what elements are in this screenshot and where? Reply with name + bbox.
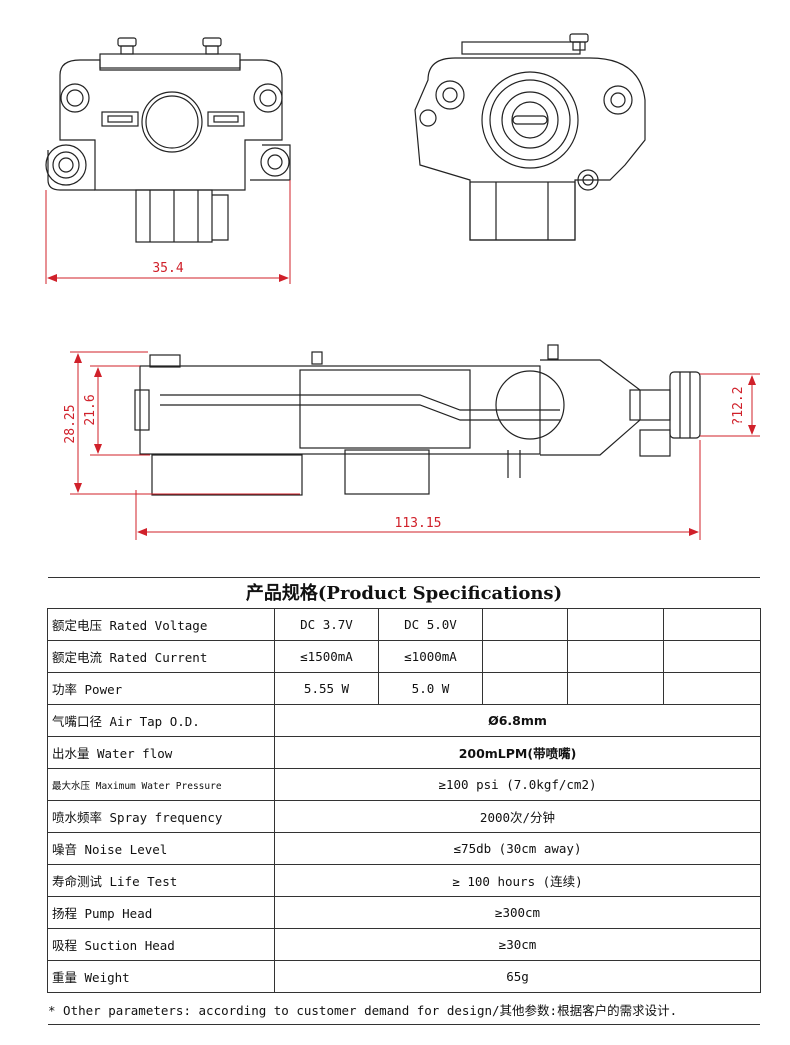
technical-drawings: 35.4 <box>45 33 760 540</box>
spec-value: 65g <box>274 960 761 993</box>
table-row: 吸程 Suction Head≥30cm <box>47 928 761 961</box>
dim-label-21-6: 21.6 <box>83 394 98 425</box>
spec-value: 5.55 W <box>274 672 379 705</box>
footnote: * Other parameters: according to custome… <box>48 998 760 1025</box>
spec-value: ≤75db (30cm away) <box>274 832 761 865</box>
spec-value <box>567 608 664 641</box>
spec-label: 最大水压 Maximum Water Pressure <box>47 768 275 801</box>
table-row: 最大水压 Maximum Water Pressure≥100 psi (7.0… <box>47 768 761 801</box>
spec-label: 额定电流 Rated Current <box>47 640 275 673</box>
spec-value <box>482 640 568 673</box>
table-row: 额定电流 Rated Current≤1500mA≤1000mA <box>47 640 761 673</box>
spec-value <box>567 672 664 705</box>
table-row: 扬程 Pump Head≥300cm <box>47 896 761 929</box>
spec-title: 产品规格(Product Specifications) <box>48 577 760 608</box>
spec-value <box>482 672 568 705</box>
spec-value: Ø6.8mm <box>274 704 761 737</box>
spec-value: 5.0 W <box>378 672 483 705</box>
spec-label: 噪音 Noise Level <box>47 832 275 865</box>
spec-label: 扬程 Pump Head <box>47 896 275 929</box>
spec-label: 吸程 Suction Head <box>47 928 275 961</box>
spec-value: 200mLPM(带喷嘴) <box>274 736 761 769</box>
spec-value <box>567 640 664 673</box>
spec-value <box>663 608 761 641</box>
front-view-drawing <box>45 37 291 243</box>
dimension-width-front: 35.4 <box>45 180 291 284</box>
spec-label: 出水量 Water flow <box>47 736 275 769</box>
spec-label: 重量 Weight <box>47 960 275 993</box>
spec-value: DC 3.7V <box>274 608 379 641</box>
table-row: 寿命测试 Life Test≥ 100 hours (连续) <box>47 864 761 897</box>
spec-value: DC 5.0V <box>378 608 483 641</box>
spec-value: ≤1000mA <box>378 640 483 673</box>
spec-value: ≤1500mA <box>274 640 379 673</box>
spec-value <box>482 608 568 641</box>
dimension-side <box>70 351 760 540</box>
rear-view-drawing <box>414 33 646 241</box>
spec-value: ≥ 100 hours (连续) <box>274 864 761 897</box>
side-view-drawing <box>134 344 701 496</box>
spec-value: ≥100 psi (7.0kgf/cm2) <box>274 768 761 801</box>
dim-label-113-15: 113.15 <box>395 516 442 531</box>
table-row: 噪音 Noise Level≤75db (30cm away) <box>47 832 761 865</box>
spec-value <box>663 640 761 673</box>
spec-label: 寿命测试 Life Test <box>47 864 275 897</box>
dim-label-28-25: 28.25 <box>63 404 78 443</box>
table-row: 气嘴口径 Air Tap O.D.Ø6.8mm <box>47 704 761 737</box>
spec-label: 功率 Power <box>47 672 275 705</box>
spec-value: ≥300cm <box>274 896 761 929</box>
spec-value <box>663 672 761 705</box>
spec-value: 2000次/分钟 <box>274 800 761 833</box>
spec-label: 额定电压 Rated Voltage <box>47 608 275 641</box>
dim-label-35-4: 35.4 <box>152 261 183 276</box>
spec-label: 喷水频率 Spray frequency <box>47 800 275 833</box>
spec-label: 气嘴口径 Air Tap O.D. <box>47 704 275 737</box>
dim-label-12-2: ?12.2 <box>731 386 746 425</box>
spec-value: ≥30cm <box>274 928 761 961</box>
